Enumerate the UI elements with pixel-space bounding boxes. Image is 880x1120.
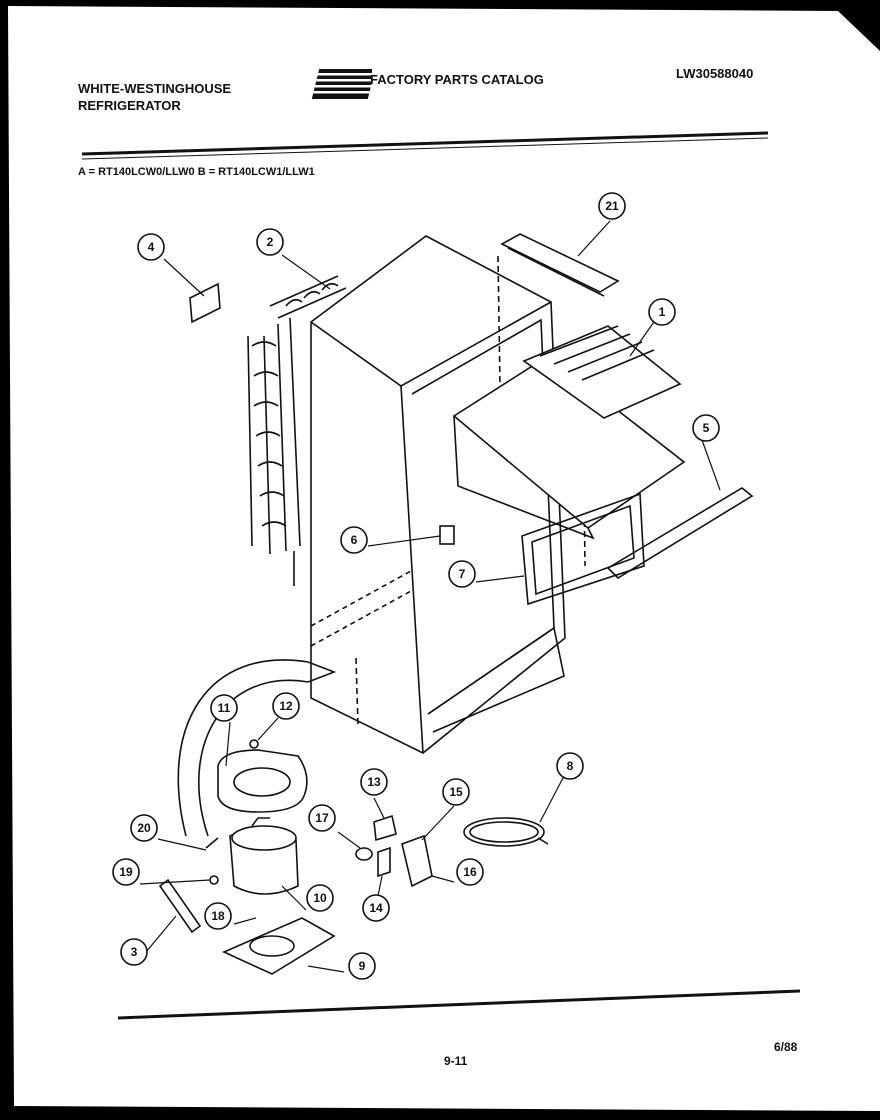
callout-label: 4	[148, 240, 155, 254]
callout-label: 13	[367, 775, 381, 789]
callout-4: 4	[137, 233, 165, 261]
brand-block: WHITE-WESTINGHOUSE REFRIGERATOR	[78, 80, 231, 114]
callout-13: 13	[360, 768, 388, 796]
catalog-title: FACTORY PARTS CATALOG	[370, 72, 544, 87]
callout-9: 9	[348, 952, 376, 980]
callout-3: 3	[120, 938, 148, 966]
callout-label: 12	[279, 699, 293, 713]
page-number: 9-11	[444, 1054, 468, 1068]
freezer-compartment	[452, 325, 686, 540]
gasket-and-trim	[521, 487, 754, 606]
callout-label: 8	[567, 759, 574, 773]
callout-10: 10	[306, 884, 334, 912]
refrigerant-tubing	[177, 659, 337, 837]
callout-20: 20	[130, 814, 158, 842]
callout-1: 1	[648, 298, 676, 326]
callout-14: 14	[362, 894, 390, 922]
callout-8: 8	[556, 752, 584, 780]
drain-pan	[217, 739, 308, 813]
callout-21: 21	[598, 192, 626, 220]
callout-label: 9	[359, 959, 366, 973]
brand-line-2: REFRIGERATOR	[78, 98, 181, 113]
top-rail	[500, 233, 620, 297]
revision-date: 6/88	[774, 1040, 798, 1054]
callout-label: 19	[119, 865, 133, 879]
callout-label: 7	[459, 567, 466, 581]
model-legend: A = RT140LCW0/LLW0 B = RT140LCW1/LLW1	[78, 166, 315, 178]
wci-logo	[311, 69, 372, 99]
power-cord	[463, 817, 549, 847]
callout-17: 17	[308, 804, 336, 832]
leader-lines	[139, 220, 721, 973]
callout-label: 6	[351, 533, 358, 547]
electrical-components	[355, 814, 433, 888]
callout-2: 2	[256, 228, 284, 256]
cabinet-drawing	[310, 235, 586, 754]
exploded-parts-diagram: 21 4 2 1 5 6 7 11	[81, 131, 801, 1020]
callout-19: 19	[112, 858, 140, 886]
callout-16: 16	[456, 858, 484, 886]
callout-7: 7	[448, 560, 476, 588]
callout-label: 1	[659, 305, 666, 319]
callout-5: 5	[692, 414, 720, 442]
footer-rule	[117, 989, 801, 1020]
callout-label: 20	[137, 821, 151, 835]
compressor	[229, 817, 299, 895]
callout-label: 3	[131, 945, 138, 959]
callout-11: 11	[210, 694, 238, 722]
clip-part	[189, 282, 221, 324]
condenser-coil	[247, 275, 347, 586]
callout-label: 2	[267, 235, 274, 249]
callout-label: 21	[605, 199, 619, 213]
brand-line-1: WHITE-WESTINGHOUSE	[78, 81, 232, 96]
callout-12: 12	[272, 692, 300, 720]
callout-label: 16	[463, 865, 477, 879]
header-rules	[81, 131, 769, 160]
callout-label: 11	[218, 701, 231, 715]
callout-6: 6	[340, 526, 368, 554]
callout-label: 5	[703, 421, 710, 435]
mounting-base	[222, 917, 336, 975]
catalog-code: LW30588040	[676, 66, 754, 81]
callout-label: 14	[369, 901, 383, 915]
callout-label: 18	[211, 909, 225, 923]
callout-18: 18	[204, 902, 232, 930]
callout-label: 10	[313, 891, 327, 905]
callout-label: 15	[449, 785, 463, 799]
callout-label: 17	[315, 811, 329, 825]
control-knob	[439, 525, 455, 545]
callout-15: 15	[442, 778, 470, 806]
catalog-page: WHITE-WESTINGHOUSE REFRIGERATOR FACTORY …	[8, 6, 880, 1111]
